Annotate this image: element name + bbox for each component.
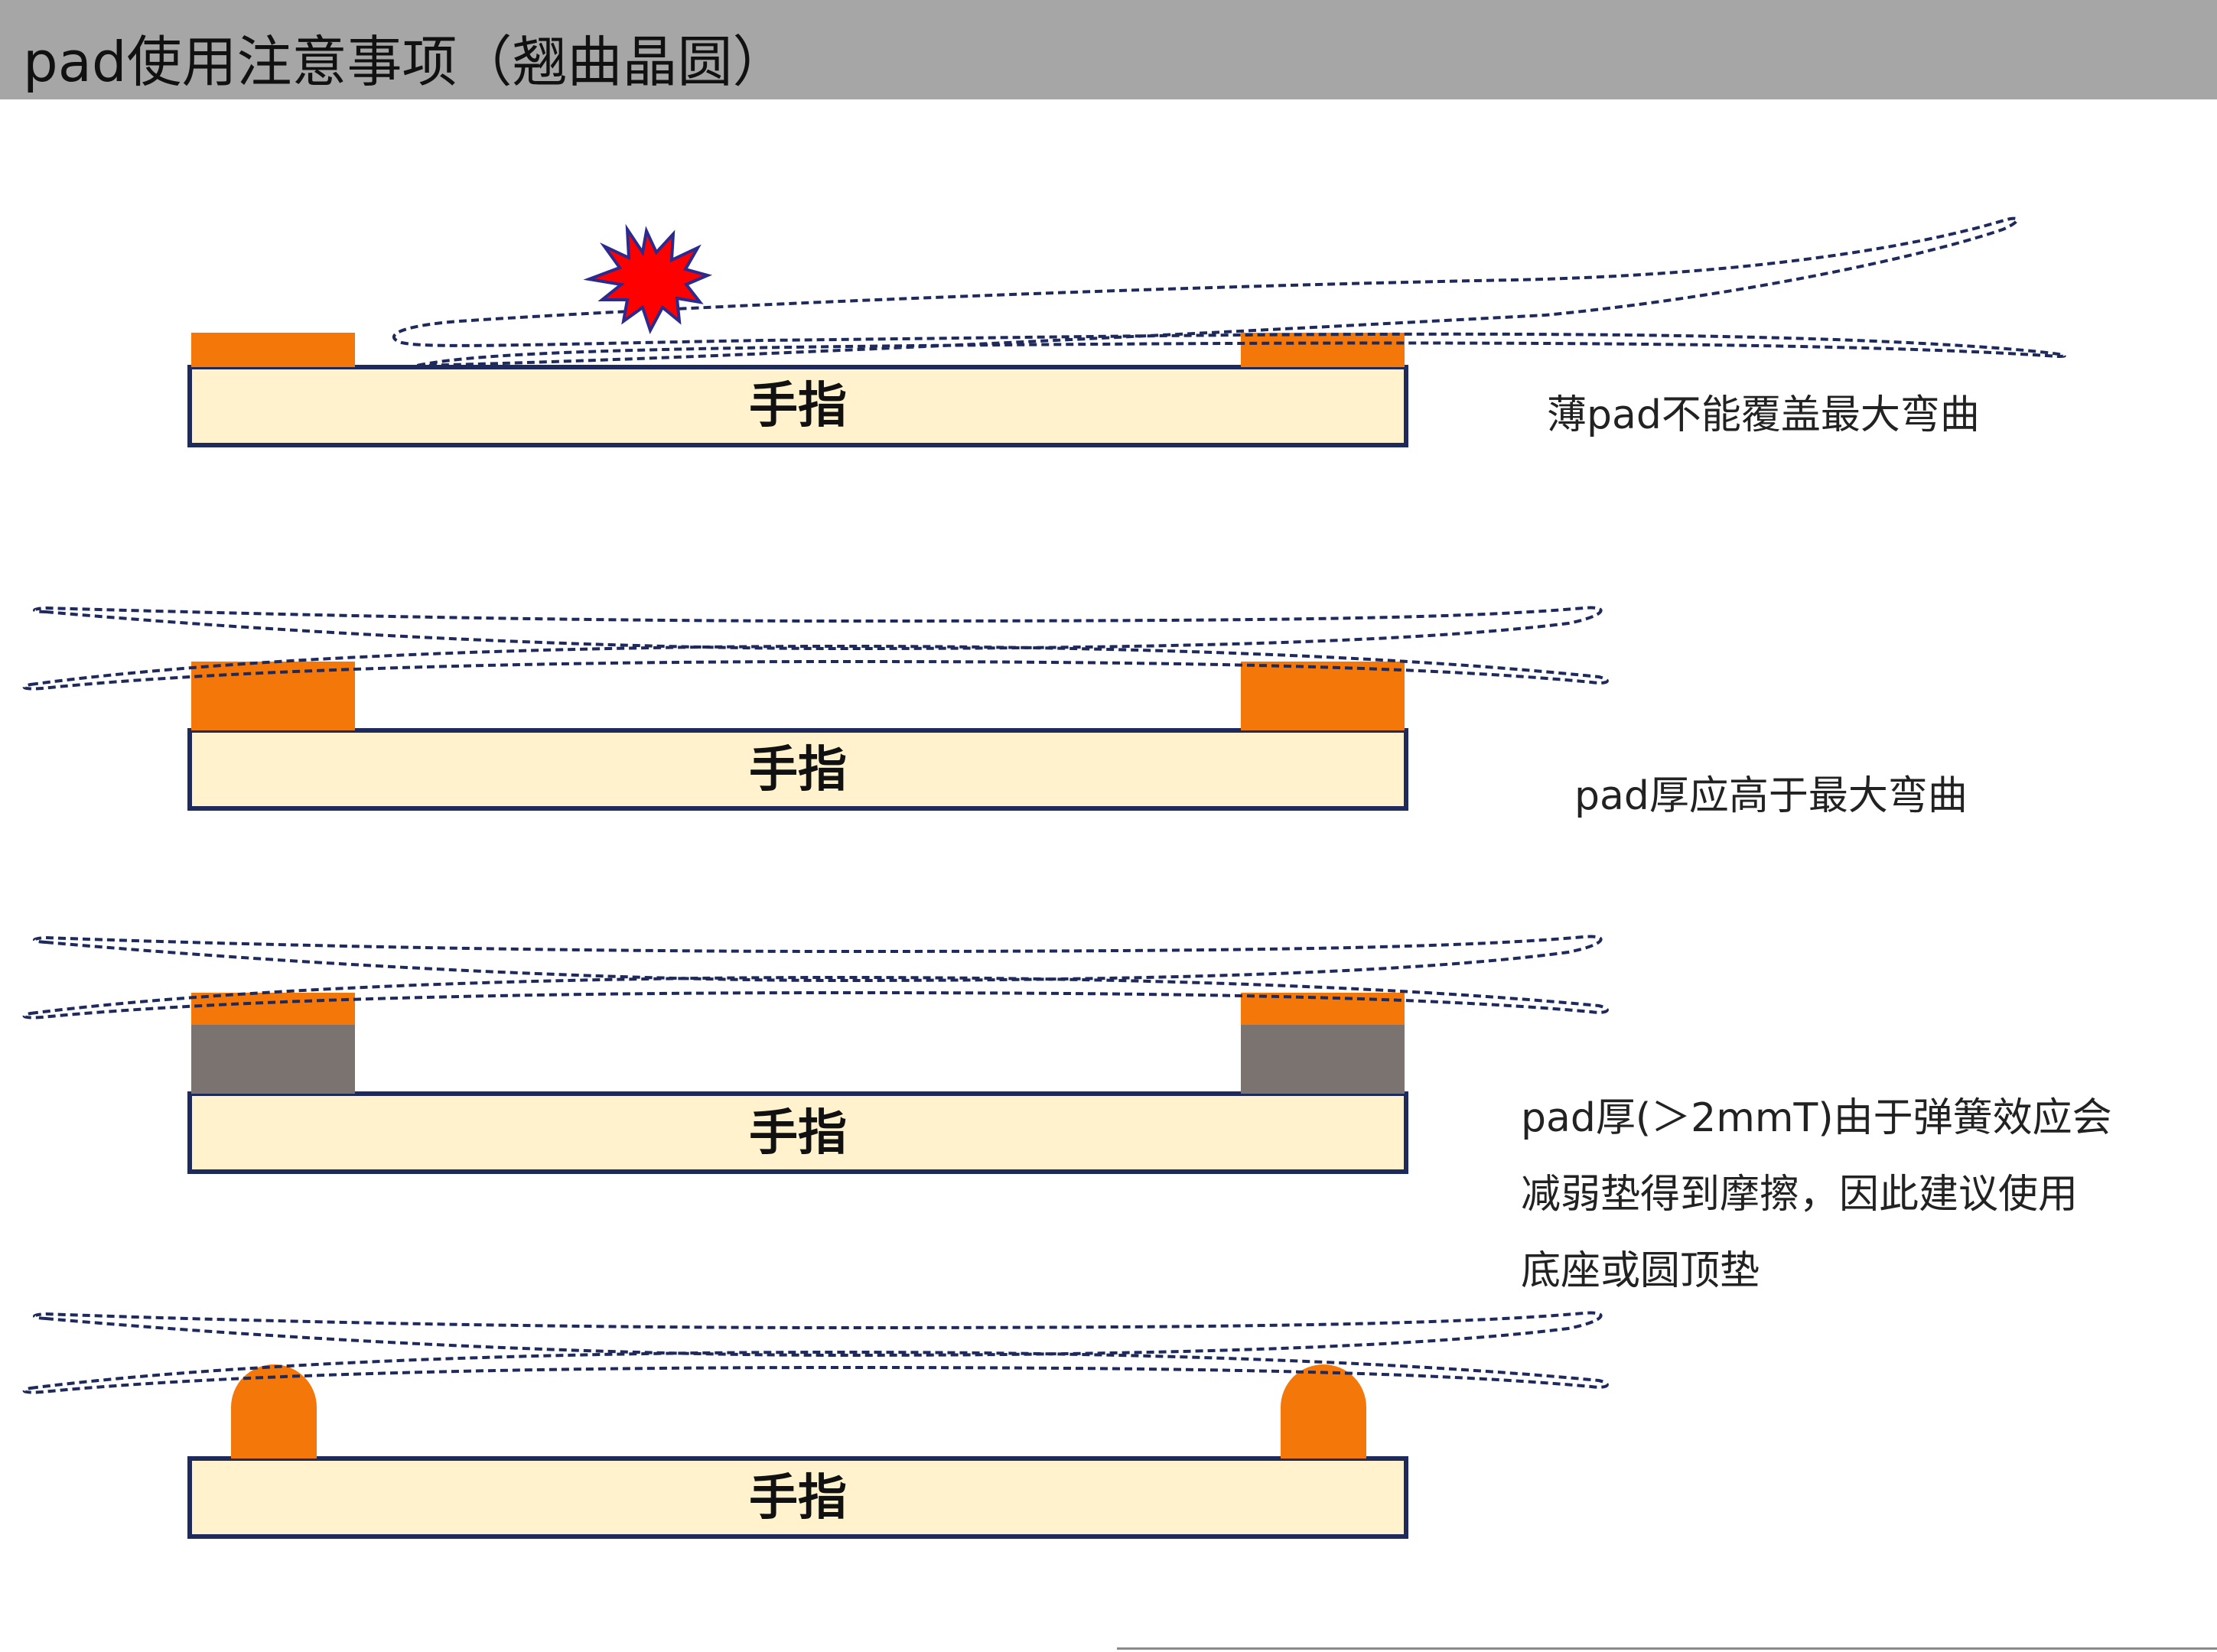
finger-base xyxy=(187,728,1408,811)
caption-thick-pad: pad厚应高于最大弯曲 xyxy=(1574,773,1968,819)
caption-thin-pad: 薄pad不能覆盖最大弯曲 xyxy=(1547,392,1980,438)
scenario-thick-pad: 手指 xyxy=(22,606,1609,811)
finger-base xyxy=(187,365,1408,447)
bottom-divider xyxy=(1117,1647,2217,1650)
base-pad-right xyxy=(1241,1025,1405,1094)
warped-wafer-outline xyxy=(22,1350,1609,1394)
base-pad-left xyxy=(191,1025,355,1094)
warped-wafer-outline xyxy=(22,975,1609,1019)
caption-stacked-pad: pad厚(＞2mmT)由于弹簧效应会 减弱垫得到摩擦，因此建议使用 底座或圆顶垫 xyxy=(1521,1080,2112,1309)
warped-wafer-outline xyxy=(33,935,1603,983)
scenario-stacked-pad: 手指 xyxy=(22,935,1609,1174)
dome-pad-right xyxy=(1281,1364,1366,1459)
header-bar: pad使用注意事项（翘曲晶圆） xyxy=(0,0,2217,99)
caption-line: pad厚(＞2mmT)由于弹簧效应会 xyxy=(1521,1095,2112,1141)
warped-wafer-outline xyxy=(33,606,1603,651)
finger-label: 手指 xyxy=(749,742,847,798)
finger-label: 手指 xyxy=(749,378,847,434)
thin-pad-left xyxy=(191,333,355,367)
finger-base xyxy=(187,1091,1408,1174)
warped-wafer-outline xyxy=(392,216,2066,367)
warped-wafer-outline xyxy=(33,1311,1603,1358)
scenario-dome-pad: 手指 xyxy=(22,1311,1609,1539)
finger-label: 手指 xyxy=(749,1470,847,1527)
caption-line: 减弱垫得到摩擦，因此建议使用 xyxy=(1521,1172,2079,1218)
finger-label: 手指 xyxy=(749,1105,847,1162)
finger-base xyxy=(187,1456,1408,1539)
page-title: pad使用注意事项（翘曲晶圆） xyxy=(23,30,788,94)
scenario-thin-pad: 手指 xyxy=(187,216,2066,447)
warped-wafer-outline xyxy=(22,644,1609,691)
top-pad-left xyxy=(191,993,355,1025)
thin-pad-right xyxy=(1241,333,1405,367)
caption-line: 底座或圆顶垫 xyxy=(1521,1248,1760,1294)
collision-burst-icon xyxy=(583,223,713,335)
dome-pad-left xyxy=(231,1364,317,1459)
thick-pad-right xyxy=(1241,662,1405,730)
